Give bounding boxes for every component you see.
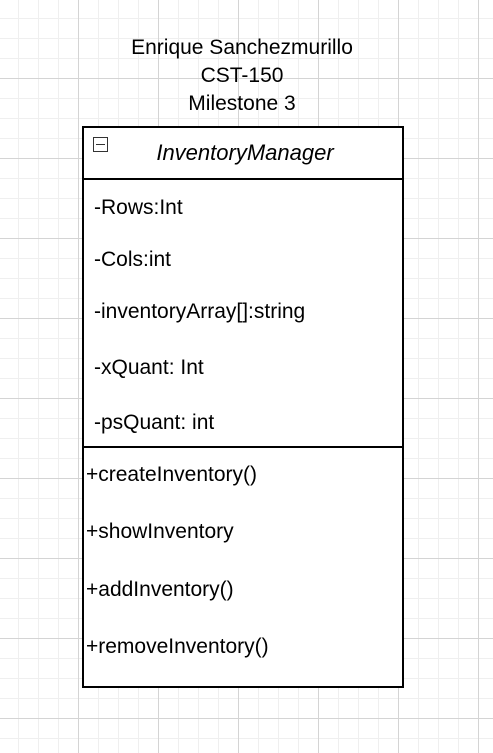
class-header[interactable]: InventoryManager [84,128,402,180]
uml-class-box[interactable]: InventoryManager -Rows:Int -Cols:int -in… [82,126,404,688]
method-item: +createInventory() [86,463,257,486]
milestone-label: Milestone 3 [188,92,296,115]
attribute-item: -Rows:Int [94,196,183,219]
methods-compartment[interactable]: +createInventory() +showInventory +addIn… [84,448,402,686]
attributes-compartment[interactable]: -Rows:Int -Cols:int -inventoryArray[]:st… [84,180,402,448]
method-item: +showInventory [86,520,234,543]
attribute-item: -psQuant: int [94,411,215,434]
diagram-header: Enrique Sanchezmurillo CST-150 Milestone… [82,34,402,118]
course-code: CST-150 [200,64,284,87]
method-item: +removeInventory() [86,635,269,658]
attribute-item: -xQuant: Int [94,356,204,379]
collapse-icon[interactable] [93,137,108,152]
method-item: +addInventory() [86,578,234,601]
attribute-item: -Cols:int [94,248,172,271]
author-name: Enrique Sanchezmurillo [131,36,353,59]
class-name: InventoryManager [156,140,334,165]
attribute-item: -inventoryArray[]:string [94,300,306,323]
